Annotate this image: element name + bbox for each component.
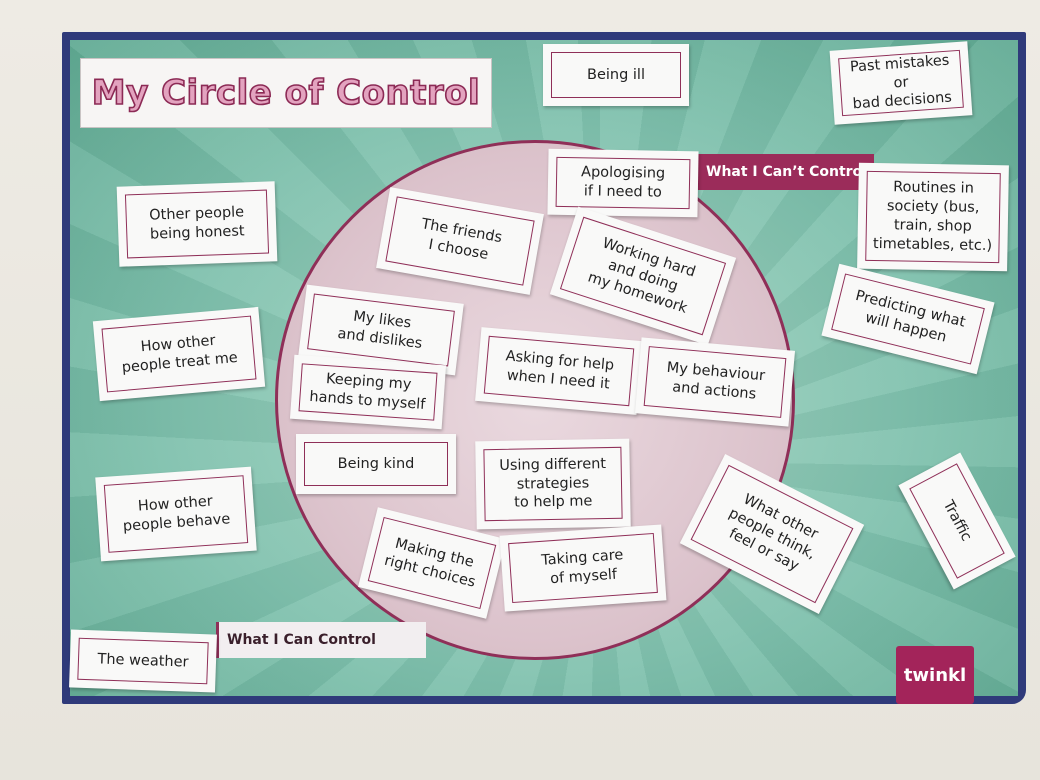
card-hands-to-myself: Keeping my hands to myself	[289, 354, 447, 430]
card-text: Apologising if I need to	[555, 156, 691, 210]
card-being-kind: Being kind	[296, 434, 456, 494]
card-text: The friends I choose	[385, 196, 535, 286]
twinkl-logo: twinkl	[896, 646, 974, 704]
card-past-mistakes: Past mistakes or bad decisions	[829, 41, 973, 125]
banner-what-i-cant-control: What I Can’t Contro	[698, 154, 874, 190]
card-text: Past mistakes or bad decisions	[838, 49, 964, 117]
card-using-different-strategies: Using different strategies to help me	[475, 438, 631, 530]
card-text: Being kind	[304, 442, 448, 486]
card-text: Keeping my hands to myself	[298, 363, 438, 421]
card-taking-care-of-myself: Taking care of myself	[499, 524, 667, 612]
card-text: Asking for help when I need it	[483, 335, 635, 407]
title-card: My Circle of Control	[80, 58, 492, 128]
card-apologising: Apologising if I need to	[547, 148, 699, 218]
card-how-other-people-behave: How other people behave	[95, 466, 257, 562]
card-text: Using different strategies to help me	[483, 446, 623, 522]
card-routines: Routines in society (bus, train, shop ti…	[857, 162, 1009, 272]
card-other-people-honest: Other people being honest	[116, 181, 278, 267]
card-behaviour-and-actions: My behaviour and actions	[634, 337, 796, 427]
card-text: Routines in society (bus, train, shop ti…	[865, 170, 1001, 264]
banner-what-i-can-control: What I Can Control	[216, 622, 426, 658]
card-text: How other people treat me	[101, 315, 257, 393]
card-text: Other people being honest	[124, 189, 270, 259]
card-the-weather: The weather	[69, 629, 217, 693]
card-asking-for-help: Asking for help when I need it	[475, 327, 643, 415]
card-text: The weather	[77, 637, 209, 685]
card-text: My likes and dislikes	[307, 293, 455, 367]
card-text: Being ill	[551, 52, 681, 98]
card-text: Taking care of myself	[508, 532, 658, 604]
card-how-other-people-treat-me: How other people treat me	[92, 306, 266, 402]
poster-title: My Circle of Control	[91, 72, 481, 114]
card-being-ill: Being ill	[543, 44, 689, 106]
card-text: My behaviour and actions	[643, 346, 787, 418]
logo-text: twinkl	[903, 664, 967, 686]
card-text: How other people behave	[103, 475, 249, 553]
